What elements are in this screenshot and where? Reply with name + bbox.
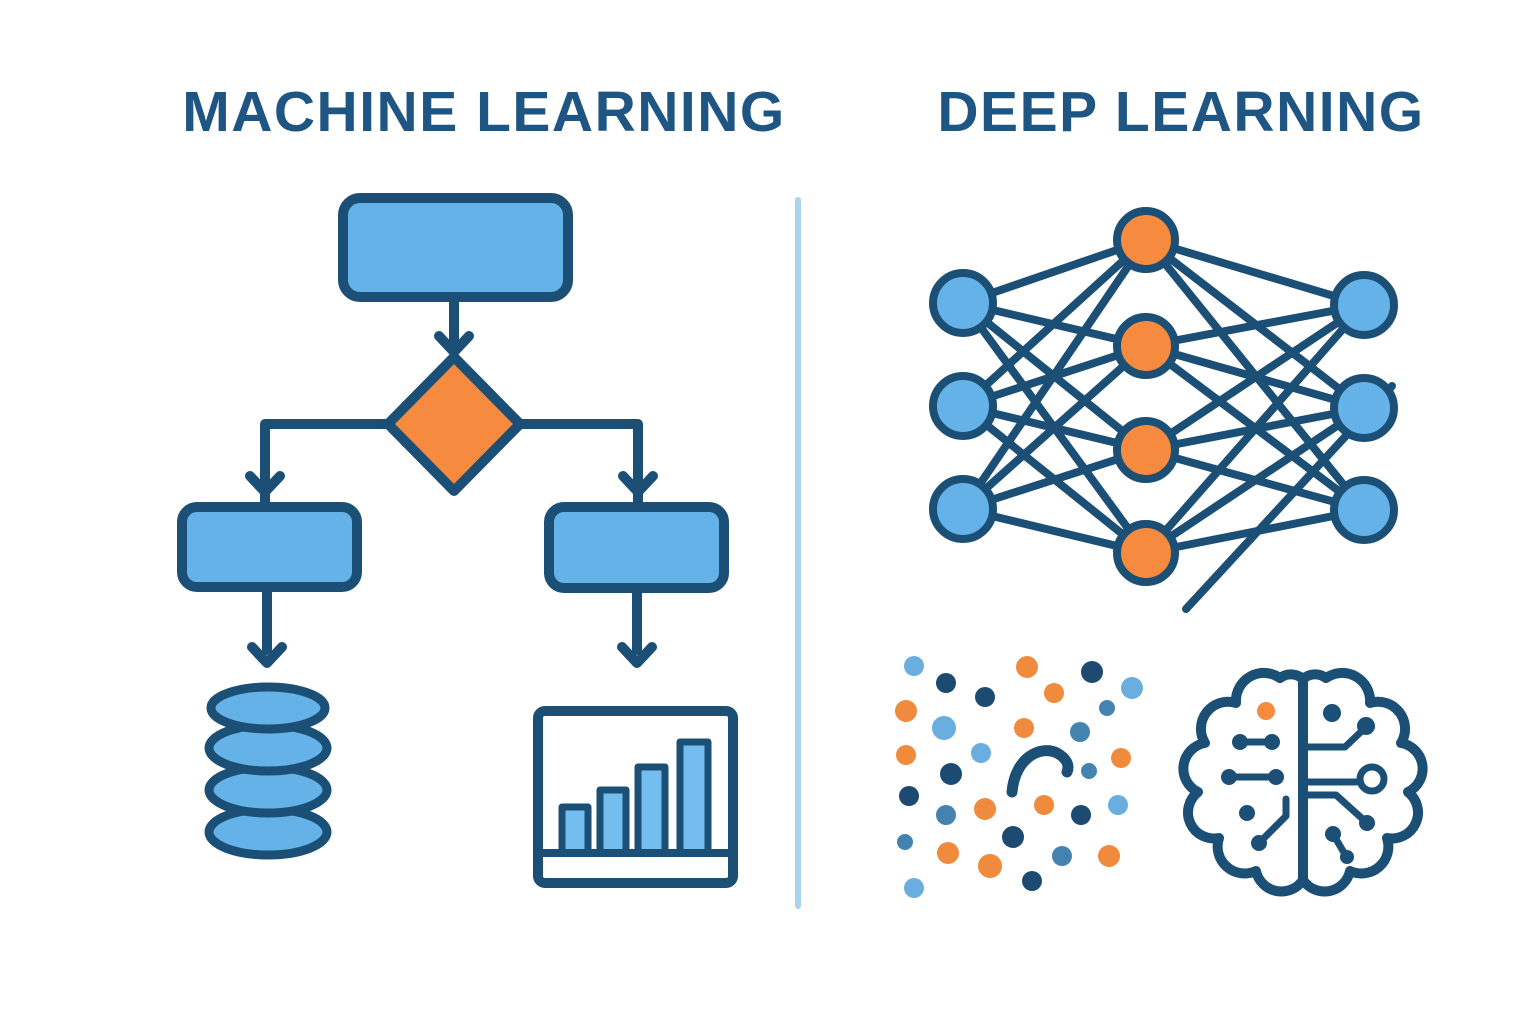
output-node [1330,476,1398,544]
output-node [1330,271,1398,339]
data-dot [937,842,959,864]
data-dot [978,854,1002,878]
network-edge [1142,404,1368,557]
connector-left-branch [260,419,405,510]
data-dot [971,743,991,763]
hidden-node [1113,313,1179,379]
data-dot [1052,846,1072,866]
data-dot [936,805,956,825]
input-node [929,372,997,440]
data-dot [904,878,924,898]
data-dot [936,673,956,693]
database-lid [206,682,330,734]
input-node [929,269,997,337]
input-node [929,475,997,543]
process-box-top [338,193,573,302]
data-dot [896,745,916,765]
network-edge [1142,301,1368,350]
process-box-right [544,502,729,593]
flowchart-icon [177,193,729,668]
network-edge [959,236,1150,410]
output-node [1330,374,1398,442]
data-dot [1002,826,1024,848]
data-dot [1014,718,1034,738]
hidden-node [1113,417,1179,483]
process-box-left [177,502,362,592]
data-dot [895,700,917,722]
data-dot [904,656,924,676]
network-edge [1142,301,1368,454]
chart-bar-4 [676,738,712,857]
deep-learning-title: DEEP LEARNING [937,80,1425,144]
data-dot [1071,805,1091,825]
brain-ring-node [1356,763,1388,795]
network-edge [959,342,1150,513]
arrowhead-right-branch [618,471,658,497]
machine-learning-title: MACHINE LEARNING [182,80,786,144]
network-edge [1142,236,1368,309]
data-dot [975,687,995,707]
data-dot [1098,845,1120,867]
data-dot [940,763,962,785]
data-dot [1034,795,1054,815]
data-dot [897,834,913,850]
data-dot [1022,871,1042,891]
data-dot [1111,748,1131,768]
brain-orange-node [1257,702,1275,720]
data-dot [974,798,996,820]
chart-bar-2 [596,786,630,857]
arrowhead-left-bottom [247,642,287,668]
arrowhead-left-branch [245,471,285,497]
network-edge [1142,301,1368,557]
data-dot [932,716,956,740]
data-dot [1044,683,1064,703]
database-icon [204,682,332,860]
neural-network-icon [929,207,1398,613]
chart-bar-1 [558,803,592,857]
data-dot [1070,722,1090,742]
hidden-node [1113,520,1179,586]
bar-chart-icon [533,706,738,888]
data-points-icon [895,656,1143,898]
arrowhead-right-bottom [617,642,657,668]
network-edge [959,236,1150,513]
data-dot [1099,700,1115,716]
data-dot [1121,677,1143,699]
chart-bar-3 [634,763,669,857]
circuit-brain-icon [1178,667,1428,897]
arc-stroke [1006,745,1074,798]
decision-diamond [383,352,525,496]
connector-right-branch [503,419,643,510]
data-dot [1081,763,1097,779]
data-dot [1081,661,1103,683]
hidden-node [1113,207,1179,273]
data-dot [1108,795,1128,815]
brain-left-lobe [1178,667,1308,897]
data-dot [899,786,919,806]
data-dot [1016,656,1038,678]
